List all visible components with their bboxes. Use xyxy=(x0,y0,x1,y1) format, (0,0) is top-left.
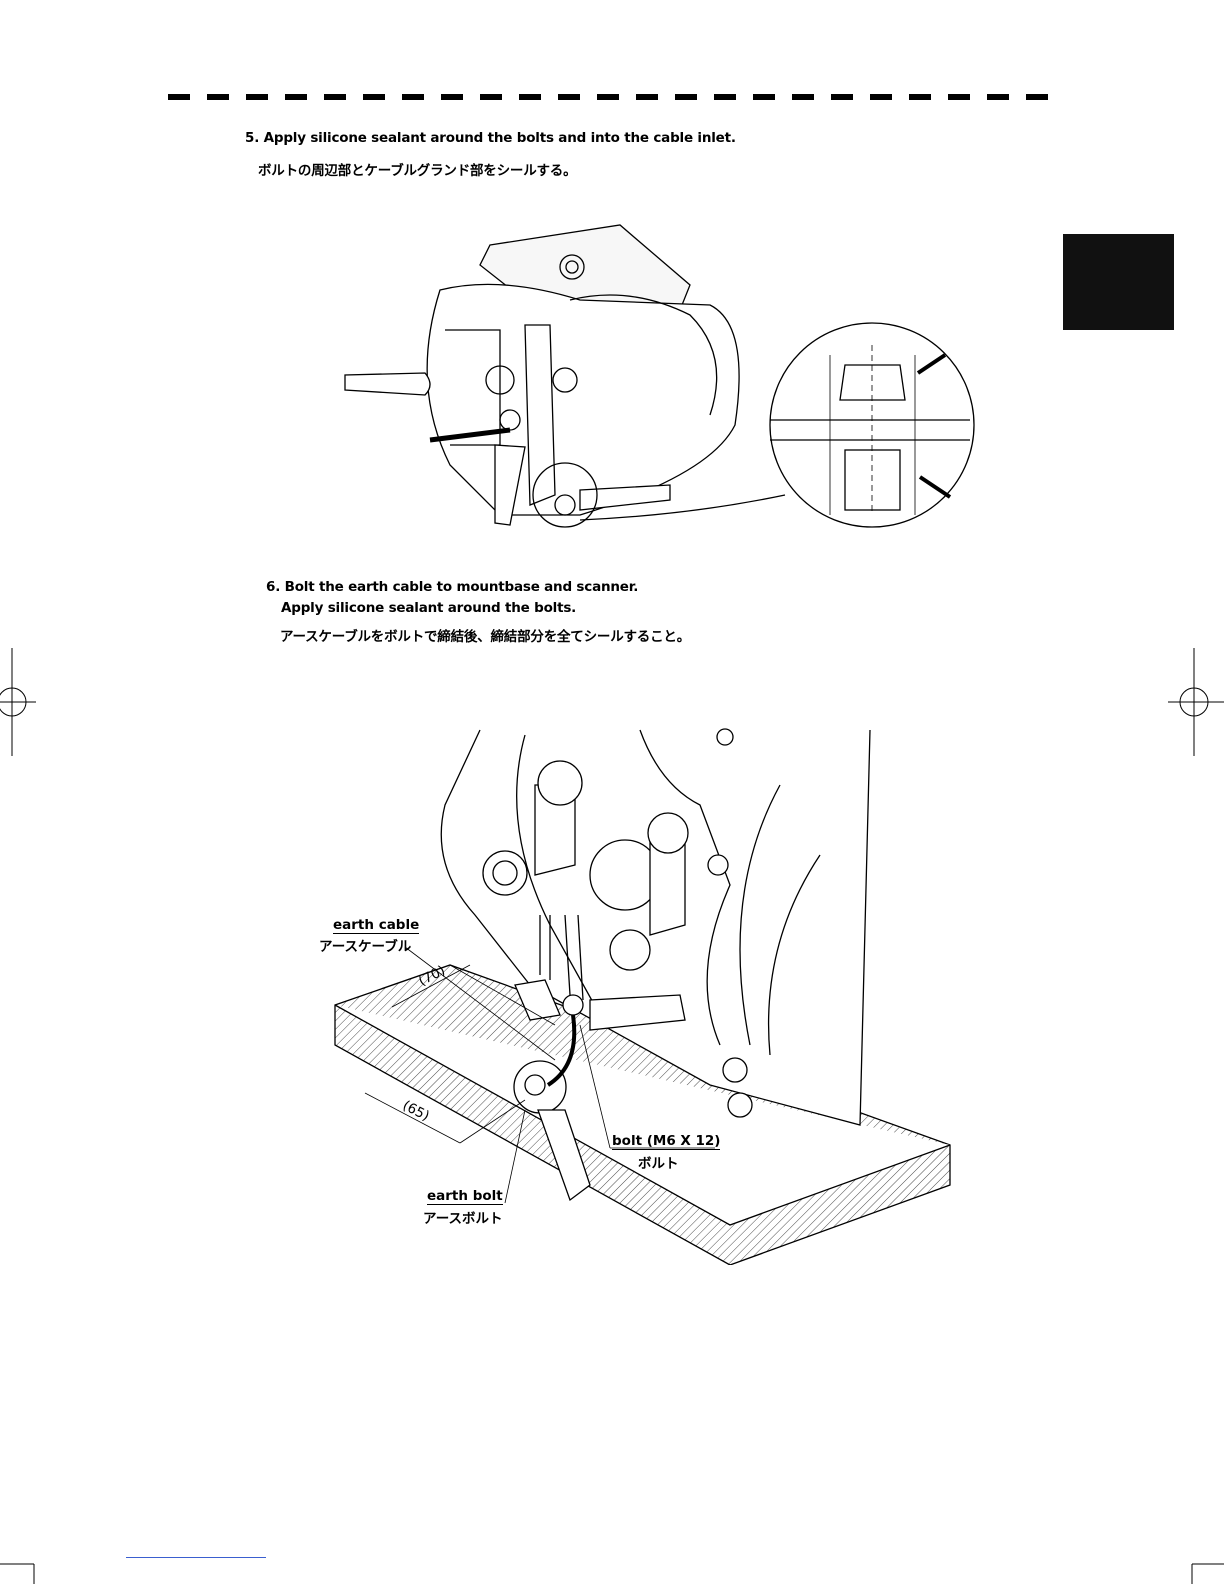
header-dashed-rule xyxy=(168,93,1052,101)
registration-mark-right xyxy=(1168,648,1224,756)
registration-mark-left xyxy=(0,648,36,756)
crop-mark-bottom-left xyxy=(0,1560,40,1584)
figure-earth-cable-illustration xyxy=(300,725,955,1265)
step-6-instruction-en: 6. Bolt the earth cable to mountbase and… xyxy=(266,579,638,595)
label-bolt-ja: ボルト xyxy=(638,1152,679,1172)
label-bolt-en: bolt (M6 X 12) xyxy=(612,1133,720,1150)
step-5-instruction-en: 5. Apply silicone sealant around the bol… xyxy=(245,130,736,146)
label-earth-cable-en: earth cable xyxy=(333,917,419,934)
figure-scanner-sealant-illustration xyxy=(330,215,990,540)
label-earth-cable-ja: アースケーブル xyxy=(319,935,411,955)
label-earth-bolt-en: earth bolt xyxy=(427,1188,503,1205)
label-earth-bolt-ja: アースボルト xyxy=(423,1207,503,1227)
step-6-instruction-ja: アースケーブルをボルトで締結後、締結部分を全てシールすること。 xyxy=(280,625,690,645)
chapter-tab-marker xyxy=(1063,234,1174,330)
step-5-instruction-ja: ボルトの周辺部とケーブルグランド部をシールする。 xyxy=(258,159,576,179)
crop-mark-bottom-right xyxy=(1184,1560,1224,1584)
step-6-instruction-en-2: Apply silicone sealant around the bolts. xyxy=(281,600,576,616)
footer-rule xyxy=(126,1557,266,1558)
